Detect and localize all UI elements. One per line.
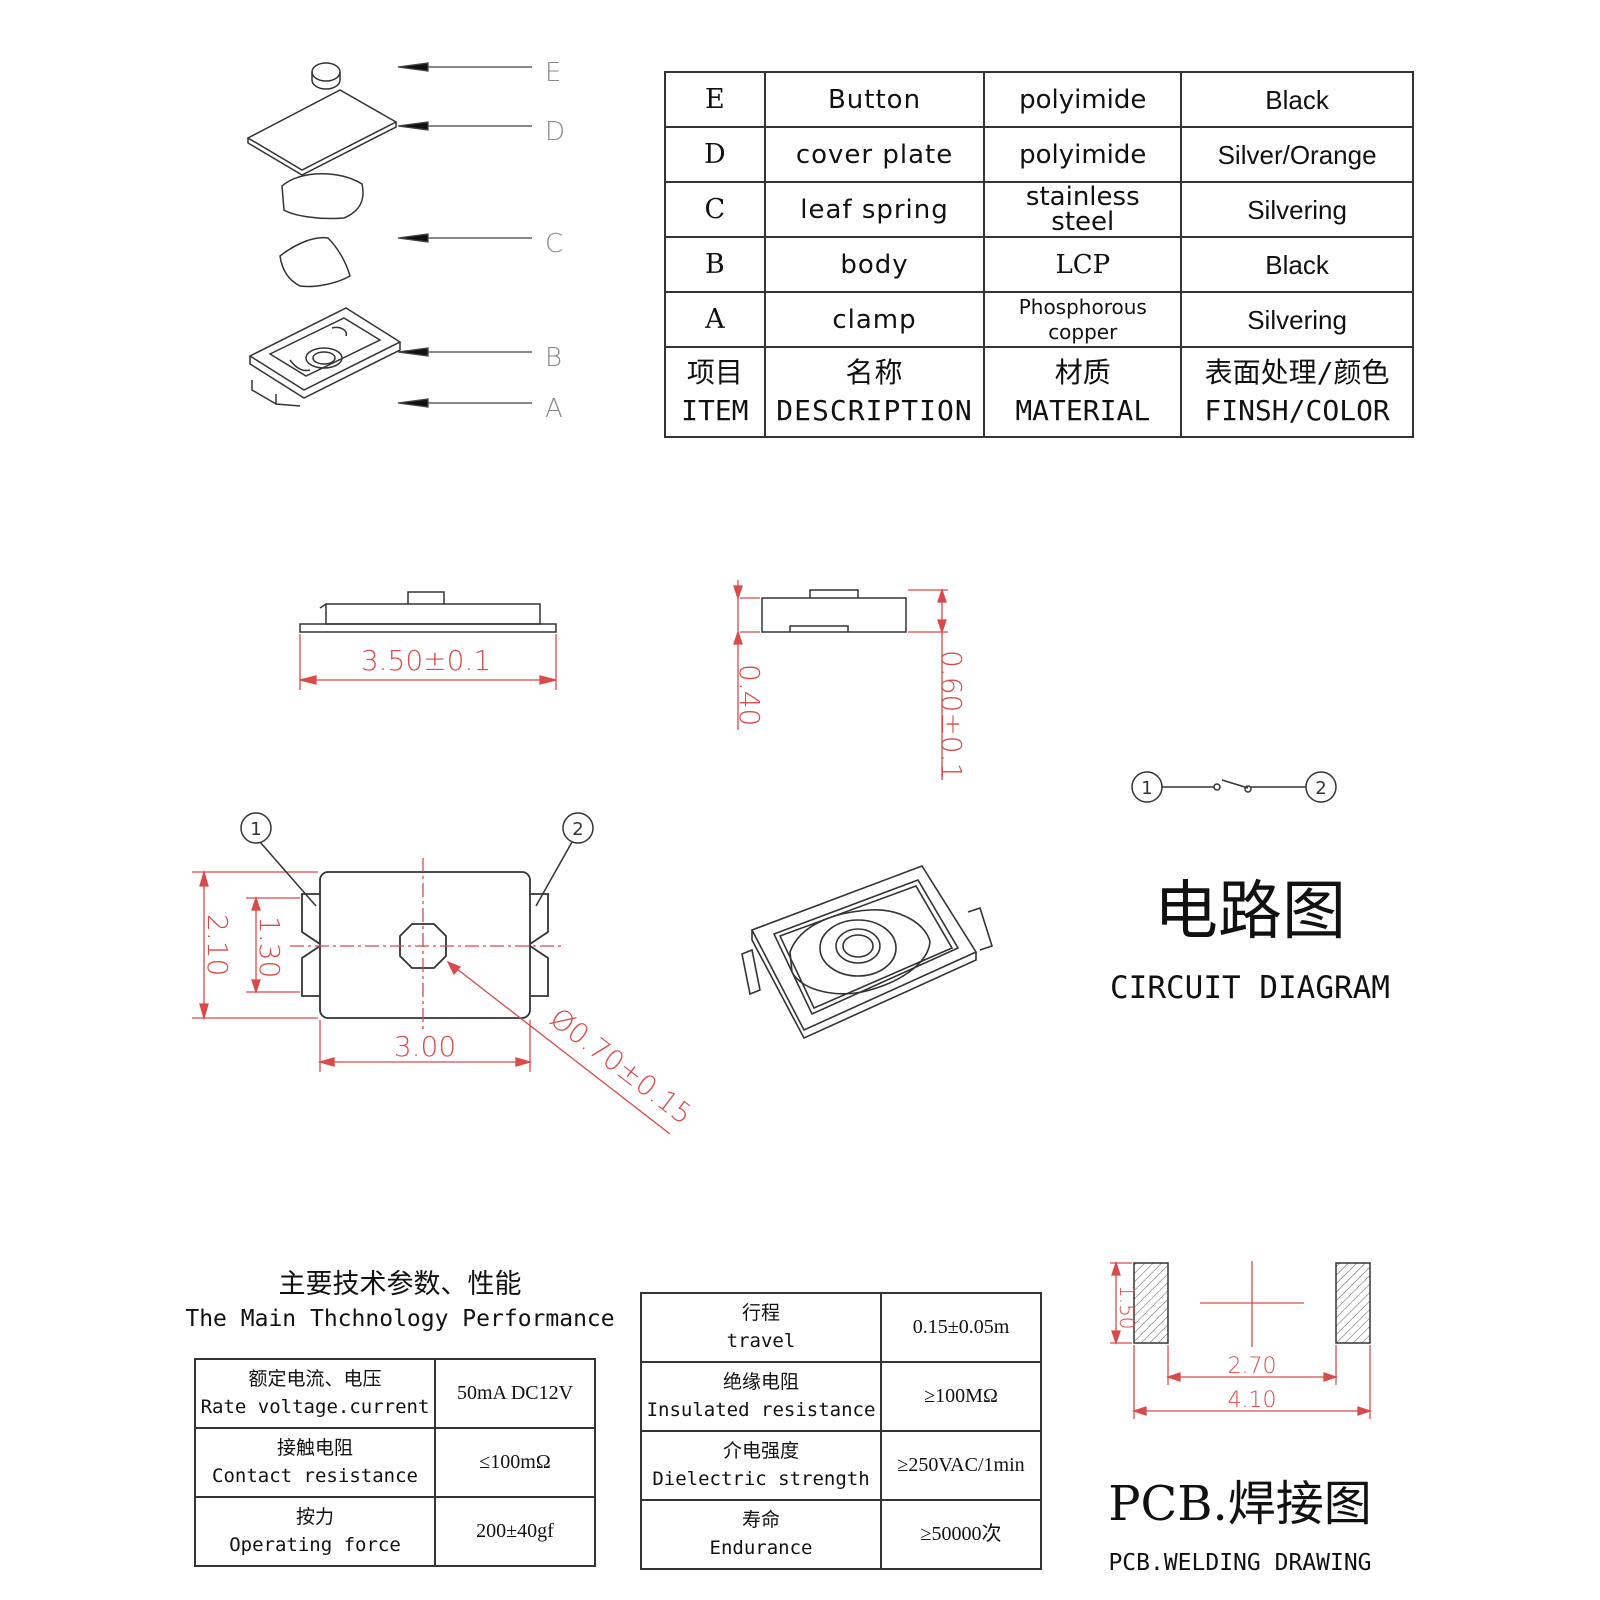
bom-row-e: E Button polyimide Black [664, 71, 1414, 128]
perf-label-en: Rate voltage.current [200, 1395, 430, 1418]
perf-value: ≥250VAC/1min [880, 1430, 1042, 1501]
bom-finish: Silvering [1180, 181, 1414, 238]
perf-row: 接触电阻 Contact resistance ≤100mΩ [194, 1427, 596, 1498]
end-view-drawing: 0.40 0.60±0.1 [733, 580, 968, 780]
bom-row-c: C leaf spring stainless steel Silvering [664, 181, 1414, 238]
dim-thickness-body: 0.40 [733, 664, 766, 726]
circuit-node-1: 1 [1141, 778, 1152, 799]
perf-label-cn: 接触电阻 [276, 1436, 353, 1459]
bom-finish: Silvering [1180, 291, 1414, 348]
terminal-2-label: 2 [572, 819, 583, 840]
header-fin-en: FINSH/COLOR [1204, 394, 1390, 427]
bom-description: body [763, 236, 986, 293]
performance-title-en: The Main Thchnology Performance [185, 1306, 615, 1332]
perf-label-cn: 按力 [295, 1505, 334, 1528]
bom-item: A [664, 291, 766, 348]
pcb-dim-pad-height: 1.50 [1115, 1285, 1139, 1330]
header-item-cn: 项目 [686, 356, 743, 390]
perf-row: 介电强度 Dielectric strength ≥250VAC/1min [640, 1430, 1042, 1501]
label-a: A [545, 394, 563, 424]
bom-material: polyimide [983, 71, 1183, 128]
bom-item: D [664, 126, 766, 183]
pcb-dim-outer-span: 4.10 [1228, 1388, 1277, 1413]
perf-label-en: Contact resistance [212, 1464, 418, 1487]
bom-description: Button [763, 71, 986, 128]
header-mat-en: MATERIAL [1015, 394, 1151, 427]
perf-label-cn: 行程 [741, 1301, 780, 1324]
header-item-en: ITEM [681, 394, 749, 427]
circuit-node-2: 2 [1315, 778, 1326, 799]
performance-table-left: 额定电流、电压 Rate voltage.current 50mA DC12V 接… [194, 1358, 596, 1567]
bom-row-b: B body LCP Black [664, 236, 1414, 293]
bom-finish: Black [1180, 71, 1414, 128]
perf-row: 寿命 Endurance ≥50000次 [640, 1499, 1042, 1570]
bom-header-row: 项目 ITEM 名称 DESCRIPTION 材质 MATERIAL 表面处理/颜色 F… [664, 346, 1414, 438]
bom-material: polyimide [983, 126, 1183, 183]
pcb-title-en: PCB.WELDING DRAWING [1108, 1550, 1372, 1576]
label-c: C [545, 229, 563, 259]
bom-item: E [664, 71, 766, 128]
bom-description: clamp [763, 291, 986, 348]
bom-material: Phosphorous copper [983, 291, 1183, 348]
dim-width: 3.00 [394, 1030, 456, 1063]
dim-inner-height: 1.30 [253, 916, 286, 978]
bom-description: cover plate [763, 126, 986, 183]
pcb-dim-inner-span: 2.70 [1228, 1354, 1277, 1379]
bom-item: C [664, 181, 766, 238]
perf-value: 200±40gf [434, 1496, 596, 1567]
dim-length: 3.50±0.1 [361, 644, 491, 677]
exploded-view: E D C B A [246, 58, 565, 424]
perf-value: ≥100MΩ [880, 1361, 1042, 1432]
perf-label-cn: 寿命 [741, 1508, 780, 1531]
circuit-title-en: CIRCUIT DIAGRAM [1110, 970, 1390, 1006]
bom-finish: Black [1180, 236, 1414, 293]
bom-finish: Silver/Orange [1180, 126, 1414, 183]
perf-label-en: travel [726, 1329, 796, 1352]
bom-description: leaf spring [763, 181, 986, 238]
perf-label-cn: 绝缘电阻 [722, 1370, 799, 1393]
perf-row: 按力 Operating force 200±40gf [194, 1496, 596, 1567]
circuit-title-cn: 电路图 [1154, 875, 1346, 949]
header-desc-cn: 名称 [845, 356, 904, 390]
header-fin-cn: 表面处理/颜色 [1204, 356, 1390, 390]
perf-label-en: Endurance [709, 1536, 813, 1559]
bom-row-a: A clamp Phosphorous copper Silvering [664, 291, 1414, 348]
perf-label-cn: 介电强度 [722, 1439, 799, 1462]
perf-label-en: Operating force [229, 1533, 401, 1556]
perf-label-cn: 额定电流、电压 [248, 1367, 382, 1390]
perf-value: ≥50000次 [880, 1499, 1042, 1570]
bom-material: LCP [983, 236, 1183, 293]
bom-material: stainless steel [983, 181, 1183, 238]
dim-thickness-total: 0.60±0.1 [935, 650, 968, 780]
dim-actuator-dia: Ø0.70±0.15 [544, 1001, 690, 1131]
bom-table: E Button polyimide Black D cover plate p… [664, 71, 1414, 438]
label-d: D [545, 117, 565, 147]
bom-item: B [664, 236, 766, 293]
circuit-symbol: 1 2 [1131, 771, 1337, 803]
label-b: B [545, 343, 562, 373]
pcb-title-cn: PCB.焊接图 [1108, 1476, 1372, 1532]
isometric-view [741, 865, 993, 1040]
pcb-pad-drawing: 1.50 2.70 4.10 [1110, 1260, 1373, 1419]
perf-value: ≤100mΩ [434, 1427, 596, 1498]
top-view-drawing: 1 2 2.10 1.30 3.00 Ø0.70±0.15 [192, 812, 690, 1135]
perf-label-en: Dielectric strength [652, 1467, 870, 1490]
performance-title-cn: 主要技术参数、性能 [278, 1269, 522, 1300]
side-view-drawing: 3.50±0.1 [299, 591, 557, 690]
label-e: E [545, 58, 561, 88]
perf-value: 0.15±0.05m [880, 1292, 1042, 1363]
perf-label-en: Insulated resistance [646, 1398, 876, 1421]
perf-row: 额定电流、电压 Rate voltage.current 50mA DC12V [194, 1358, 596, 1429]
header-mat-cn: 材质 [1054, 356, 1111, 390]
bom-row-d: D cover plate polyimide Silver/Orange [664, 126, 1414, 183]
perf-row: 绝缘电阻 Insulated resistance ≥100MΩ [640, 1361, 1042, 1432]
header-desc-en: DESCRIPTION [776, 394, 973, 427]
perf-value: 50mA DC12V [434, 1358, 596, 1429]
performance-table-right: 行程 travel 0.15±0.05m 绝缘电阻 Insulated resist… [640, 1292, 1042, 1570]
terminal-1-label: 1 [250, 819, 261, 840]
dim-height: 2.10 [201, 914, 234, 976]
perf-row: 行程 travel 0.15±0.05m [640, 1292, 1042, 1363]
